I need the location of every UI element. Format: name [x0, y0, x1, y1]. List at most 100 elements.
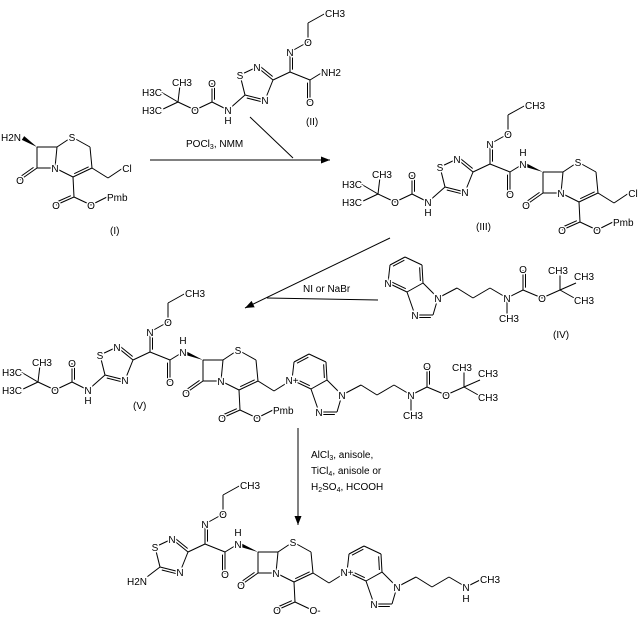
- bond: [406, 282, 424, 293]
- wedge-bond: [522, 161, 543, 172]
- bond: [160, 101, 179, 111]
- atom-label-h3c: H3C: [342, 198, 362, 209]
- atom-label-ch3: CH3: [372, 170, 392, 181]
- atom-label-o: O: [51, 386, 59, 397]
- bond: [116, 346, 134, 361]
- bond: [526, 191, 540, 202]
- bond: [20, 371, 39, 383]
- bond: [381, 571, 398, 588]
- bond: [132, 351, 151, 361]
- atom-label-n: N: [315, 408, 322, 419]
- bond: [432, 297, 439, 316]
- atom-label-n: N: [384, 279, 391, 290]
- bond: [107, 167, 124, 179]
- bond: [578, 192, 599, 203]
- bond: [99, 346, 118, 356]
- bond: [289, 41, 309, 53]
- bond: [463, 386, 481, 397]
- bond: [307, 12, 327, 24]
- atom-label-cl: Cl: [628, 189, 637, 200]
- bond: [465, 578, 483, 588]
- atom-label-o: O: [593, 226, 601, 237]
- bond: [360, 193, 379, 203]
- arrow-step1-head: [321, 156, 330, 164]
- atom-label-n: N: [146, 328, 153, 339]
- bond: [194, 101, 213, 111]
- wedge-bond: [237, 541, 258, 552]
- bond: [204, 513, 224, 525]
- bond: [426, 386, 447, 396]
- atom-label-h: H: [224, 116, 231, 127]
- atom-label-n: N: [261, 96, 268, 107]
- bond: [177, 101, 196, 111]
- atom-label-o: O: [273, 606, 281, 617]
- atom-label-s: S: [97, 351, 104, 362]
- atom-label-n: N: [557, 189, 564, 200]
- atom-label-ch3: CH3: [480, 575, 500, 586]
- bond: [509, 163, 524, 173]
- atom-label-o: O: [166, 378, 174, 389]
- bond: [489, 163, 511, 173]
- atom-label-s: S: [235, 346, 242, 357]
- bond: [444, 186, 466, 193]
- bond: [377, 176, 381, 195]
- atom-label-s: S: [152, 543, 159, 554]
- bond: [220, 359, 224, 382]
- atom-label-o: O: [221, 570, 229, 581]
- bond: [310, 388, 320, 413]
- atom-label-pmb: Pmb: [107, 193, 128, 204]
- bond: [472, 163, 491, 173]
- bond: [264, 79, 274, 101]
- bond: [90, 196, 108, 206]
- bond: [291, 379, 312, 390]
- atom-label-h3c: H3C: [2, 386, 22, 397]
- bond: [464, 171, 474, 193]
- bond: [460, 158, 473, 169]
- bond: [613, 192, 630, 204]
- bond: [89, 146, 93, 169]
- bond: [391, 586, 398, 605]
- bond: [579, 191, 595, 200]
- compound-label-ii: (II): [306, 117, 319, 128]
- arrow-step2-line: [244, 237, 391, 309]
- bond: [257, 380, 275, 392]
- bond: [597, 192, 615, 204]
- bond: [559, 282, 577, 291]
- bond: [562, 220, 578, 228]
- bond: [419, 267, 421, 282]
- bond: [387, 264, 391, 284]
- bond: [394, 193, 413, 203]
- bond: [246, 97, 263, 103]
- bond: [411, 193, 429, 203]
- atom-label-n: N: [201, 520, 208, 531]
- bond: [238, 380, 259, 391]
- bond: [37, 381, 56, 391]
- atom-label-o: O: [16, 176, 24, 187]
- atom-label-n: N: [168, 535, 175, 546]
- bond: [222, 484, 242, 496]
- atom-label-n: N: [51, 164, 58, 175]
- atom-label-o: O: [519, 265, 527, 276]
- bond: [456, 287, 474, 299]
- atom-label-o: O: [208, 79, 216, 90]
- arrow-step2-head: [245, 300, 255, 308]
- bond: [71, 136, 91, 148]
- arrow-step3-head: [294, 516, 302, 525]
- atom-label-ch3: CH3: [452, 363, 472, 374]
- atom-label-ch3: CH3: [32, 358, 52, 369]
- bond: [446, 189, 463, 195]
- atom-label-ch3: CH3: [478, 393, 498, 404]
- bond: [365, 580, 375, 605]
- atom-label-n: N: [503, 294, 510, 305]
- atom-label-n: N: [519, 160, 526, 171]
- atom-label-n: N: [407, 391, 414, 402]
- bond: [260, 66, 273, 77]
- bond: [73, 166, 89, 175]
- wedge-bond: [182, 349, 203, 360]
- bond: [211, 101, 229, 111]
- atom-label-n: N: [272, 569, 279, 580]
- atom-label-o: O: [391, 198, 399, 209]
- atom-label-h3c: H3C: [2, 368, 22, 379]
- reagent-step3-line1: AlCl3, anisole,: [311, 450, 374, 462]
- bond: [237, 349, 257, 361]
